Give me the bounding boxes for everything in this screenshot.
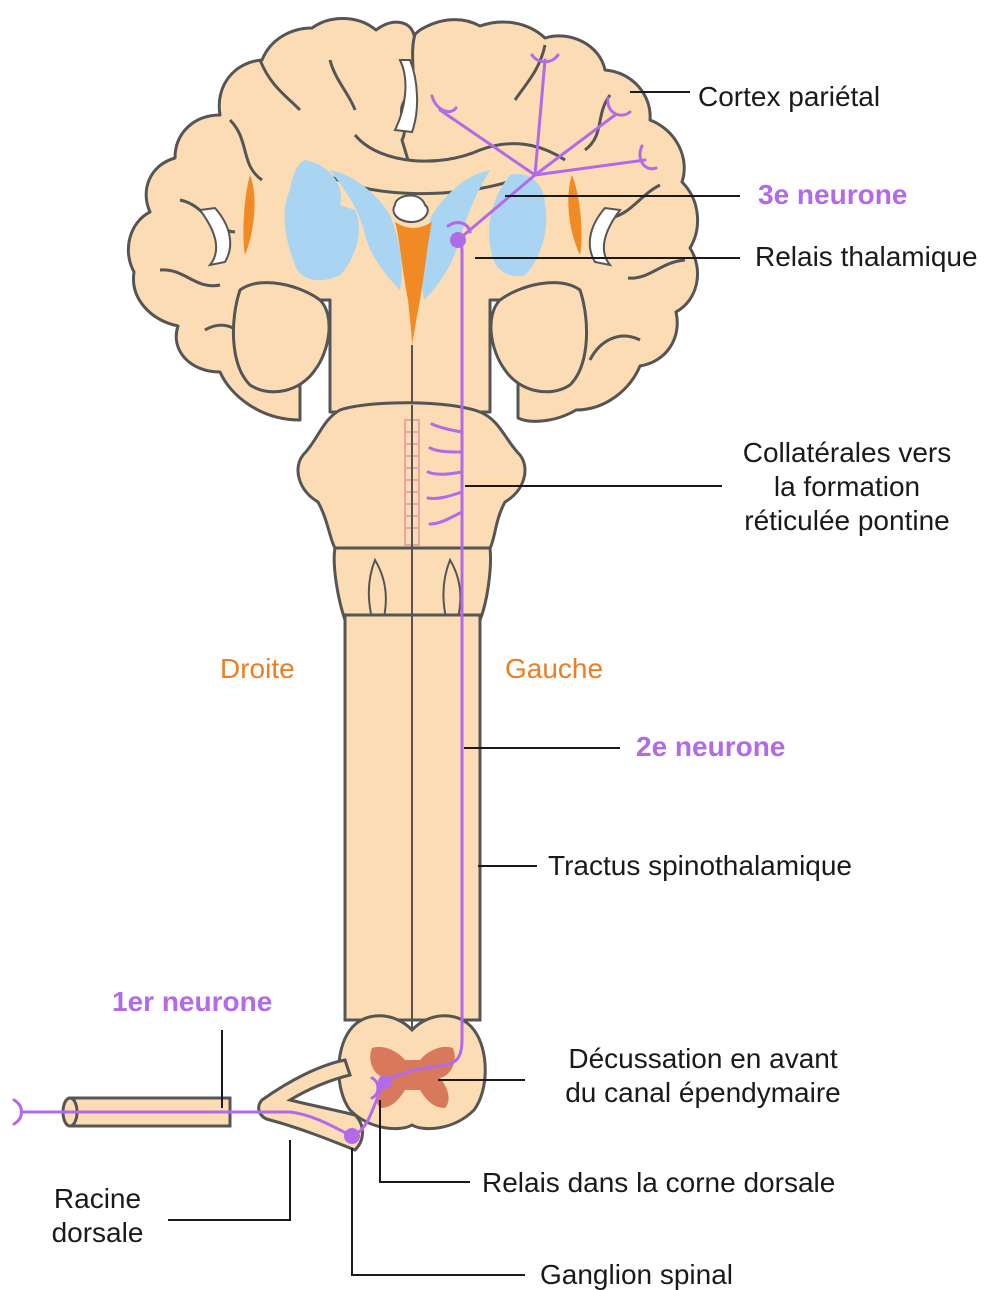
label-decussation: Décussation en avant du canal épendymair… xyxy=(528,1042,878,1110)
third-neuron-cell-body xyxy=(450,232,466,248)
label-left-side: Gauche xyxy=(505,652,603,686)
label-cortex: Cortex pariétal xyxy=(698,80,880,114)
receptor-ending xyxy=(14,1100,22,1124)
label-collaterals-line-3: réticulée pontine xyxy=(722,504,972,538)
dorsal-root xyxy=(63,1060,363,1150)
label-spinal-ganglion: Ganglion spinal xyxy=(540,1258,733,1290)
label-dorsal-root-line-2: dorsale xyxy=(30,1216,165,1250)
label-decussation-line-2: du canal épendymaire xyxy=(528,1076,878,1110)
label-decussation-line-1: Décussation en avant xyxy=(528,1042,878,1076)
second-neuron-cell-body xyxy=(378,1075,392,1089)
leader-dorsal-root xyxy=(168,1140,290,1220)
label-neuron1: 1er neurone xyxy=(112,985,272,1019)
label-neuron3: 3e neurone xyxy=(758,178,907,212)
label-right-side: Droite xyxy=(220,652,295,686)
label-tract: Tractus spinothalamique xyxy=(548,849,852,883)
label-collaterals-line-1: Collatérales vers xyxy=(722,436,972,470)
temporal-lobe-right xyxy=(491,283,587,392)
label-neuron2: 2e neurone xyxy=(636,730,785,764)
label-dorsal-root-line-1: Racine xyxy=(30,1182,165,1216)
label-dorsal-horn-relay: Relais dans la corne dorsale xyxy=(482,1166,835,1200)
label-dorsal-root: Racine dorsale xyxy=(30,1182,165,1250)
ganglion-cell-body xyxy=(344,1128,360,1144)
label-collaterals-line-2: la formation xyxy=(722,470,972,504)
label-collaterals: Collatérales vers la formation réticulée… xyxy=(722,436,972,538)
label-thalamic-relay: Relais thalamique xyxy=(755,240,978,274)
third-ventricle-top xyxy=(394,196,428,222)
temporal-lobe-left xyxy=(233,283,329,392)
